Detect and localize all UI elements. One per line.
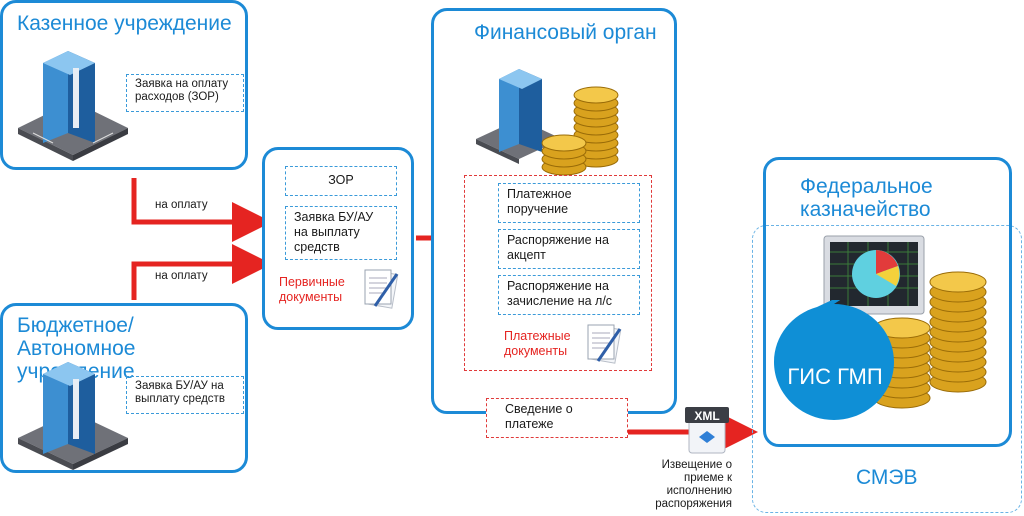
arrow-pay-top (131, 178, 272, 242)
primary-label: Первичные документы (279, 275, 345, 304)
office-building-icon (18, 51, 128, 161)
primary-item-zor: ЗОР (285, 166, 397, 196)
finance-panel: Финансовый орган Платежное поручение Рас… (431, 8, 677, 414)
documents-icon (587, 324, 622, 364)
office-building-icon (18, 362, 128, 470)
institution-doc: Заявка на оплату расходов (ЗОР) (126, 74, 244, 112)
gis-bubble (774, 300, 894, 420)
institution-title: Казенное учреждение (17, 12, 232, 35)
bank-coins-icon (476, 69, 619, 176)
budget-doc: Заявка БУ/АУ на выплату средств (126, 376, 244, 414)
arrow-pay-top-label: на оплату (155, 199, 208, 211)
finance-doc-credit: Распоряжение на зачисление на л/с (498, 275, 640, 315)
primary-panel: ЗОР Заявка БУ/АУ на выплату средств Перв… (262, 147, 414, 330)
finance-label: Платежные документы (504, 329, 571, 358)
documents-icon (364, 269, 399, 309)
payment-docs-group (464, 175, 652, 371)
arrow-pay-bottom (131, 244, 272, 300)
treasury-title: Федеральное казначейство (800, 175, 933, 221)
finance-doc-order: Платежное поручение (498, 183, 640, 223)
finance-doc-accept: Распоряжение на акцепт (498, 229, 640, 269)
gis-label: ГИС ГМП (787, 364, 883, 389)
smev-region (752, 225, 1022, 513)
budget-panel: Бюджетное/ Автономное учреждение Заявка … (0, 303, 248, 473)
finance-title: Финансовый орган (474, 21, 657, 44)
xml-file-icon: XML (685, 407, 729, 454)
payment-info-box: Сведение о платеже (486, 398, 628, 438)
institution-panel: Казенное учреждение Заявка на оплату рас… (0, 0, 248, 170)
arrow-pay-bottom-label: на оплату (155, 270, 208, 282)
monitor-chart-coins-icon (823, 235, 987, 409)
primary-item-request: Заявка БУ/АУ на выплату средств (285, 206, 397, 260)
xml-caption: Извещение о приеме к исполнению распоряж… (655, 459, 732, 510)
treasury-panel: Федеральное казначейство ГИС ГМП (763, 157, 1012, 447)
xml-badge-text: XML (694, 409, 719, 423)
smev-label: СМЭВ (856, 466, 918, 489)
